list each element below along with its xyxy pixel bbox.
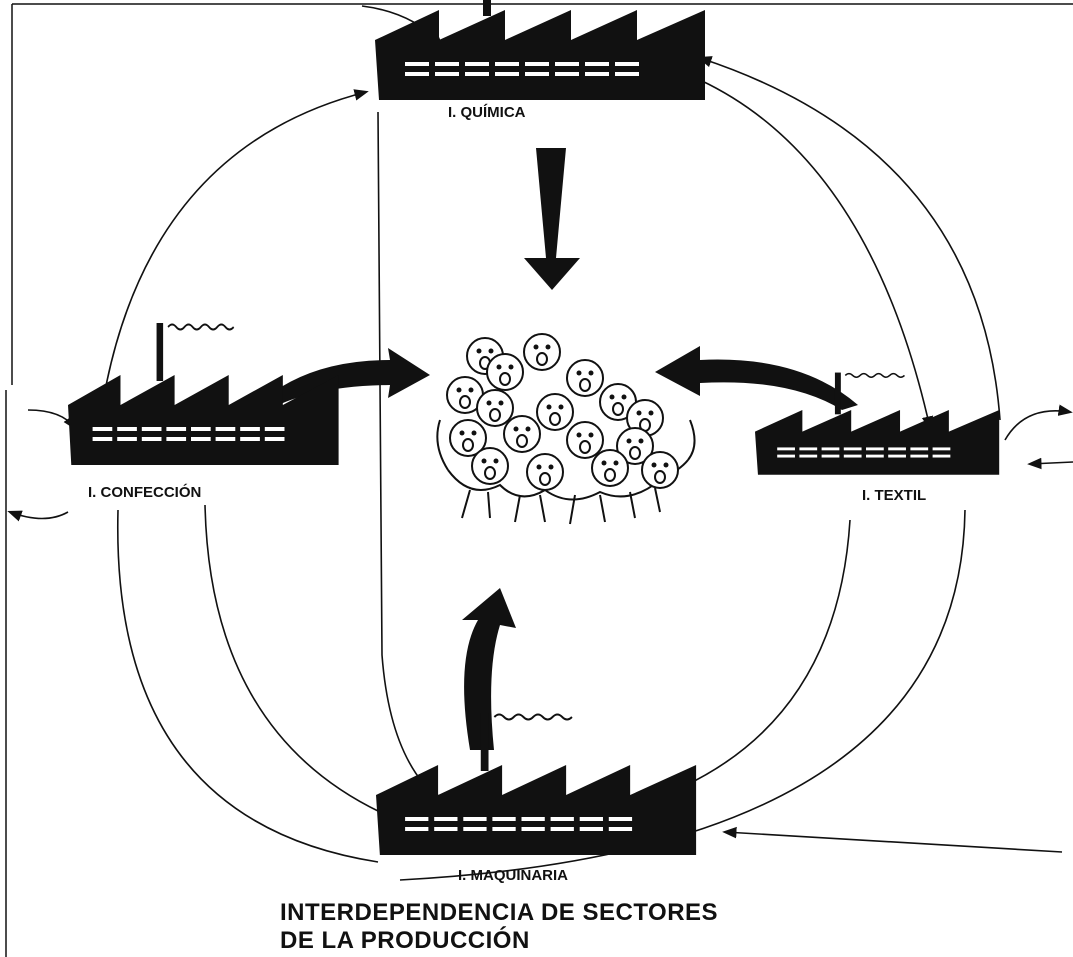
factory-confeccion: I. CONFECCIÓN <box>67 322 340 501</box>
label-quimica: I. QUÍMICA <box>448 104 526 121</box>
factory-maquinaria: I. MAQUINARIA <box>375 712 698 884</box>
big-arrows <box>250 148 858 750</box>
crowd-icon <box>436 333 696 525</box>
factory-quimica: I. QUÍMICA <box>374 0 706 121</box>
arrow-maquinaria-to-people <box>462 588 516 750</box>
connection-arrows <box>7 5 1073 881</box>
arrow-confeccion-to-people <box>250 348 430 414</box>
factory-textil: I. TEXTIL <box>754 371 1000 504</box>
caption-line-2: DE LA PRODUCCIÓN <box>280 926 530 954</box>
factory-icon <box>374 0 706 101</box>
arrow-quimica-to-people <box>524 148 580 290</box>
factory-icon <box>375 712 698 856</box>
label-maquinaria: I. MAQUINARIA <box>458 867 568 884</box>
caption-line-1: INTERDEPENDENCIA DE SECTORES <box>280 899 718 926</box>
diagram-caption: INTERDEPENDENCIA DE SECTORES DE LA PRODU… <box>280 899 718 954</box>
label-confeccion: I. CONFECCIÓN <box>88 483 201 501</box>
label-textil: I. TEXTIL <box>862 487 926 504</box>
arrow-textil-to-people <box>655 346 858 410</box>
